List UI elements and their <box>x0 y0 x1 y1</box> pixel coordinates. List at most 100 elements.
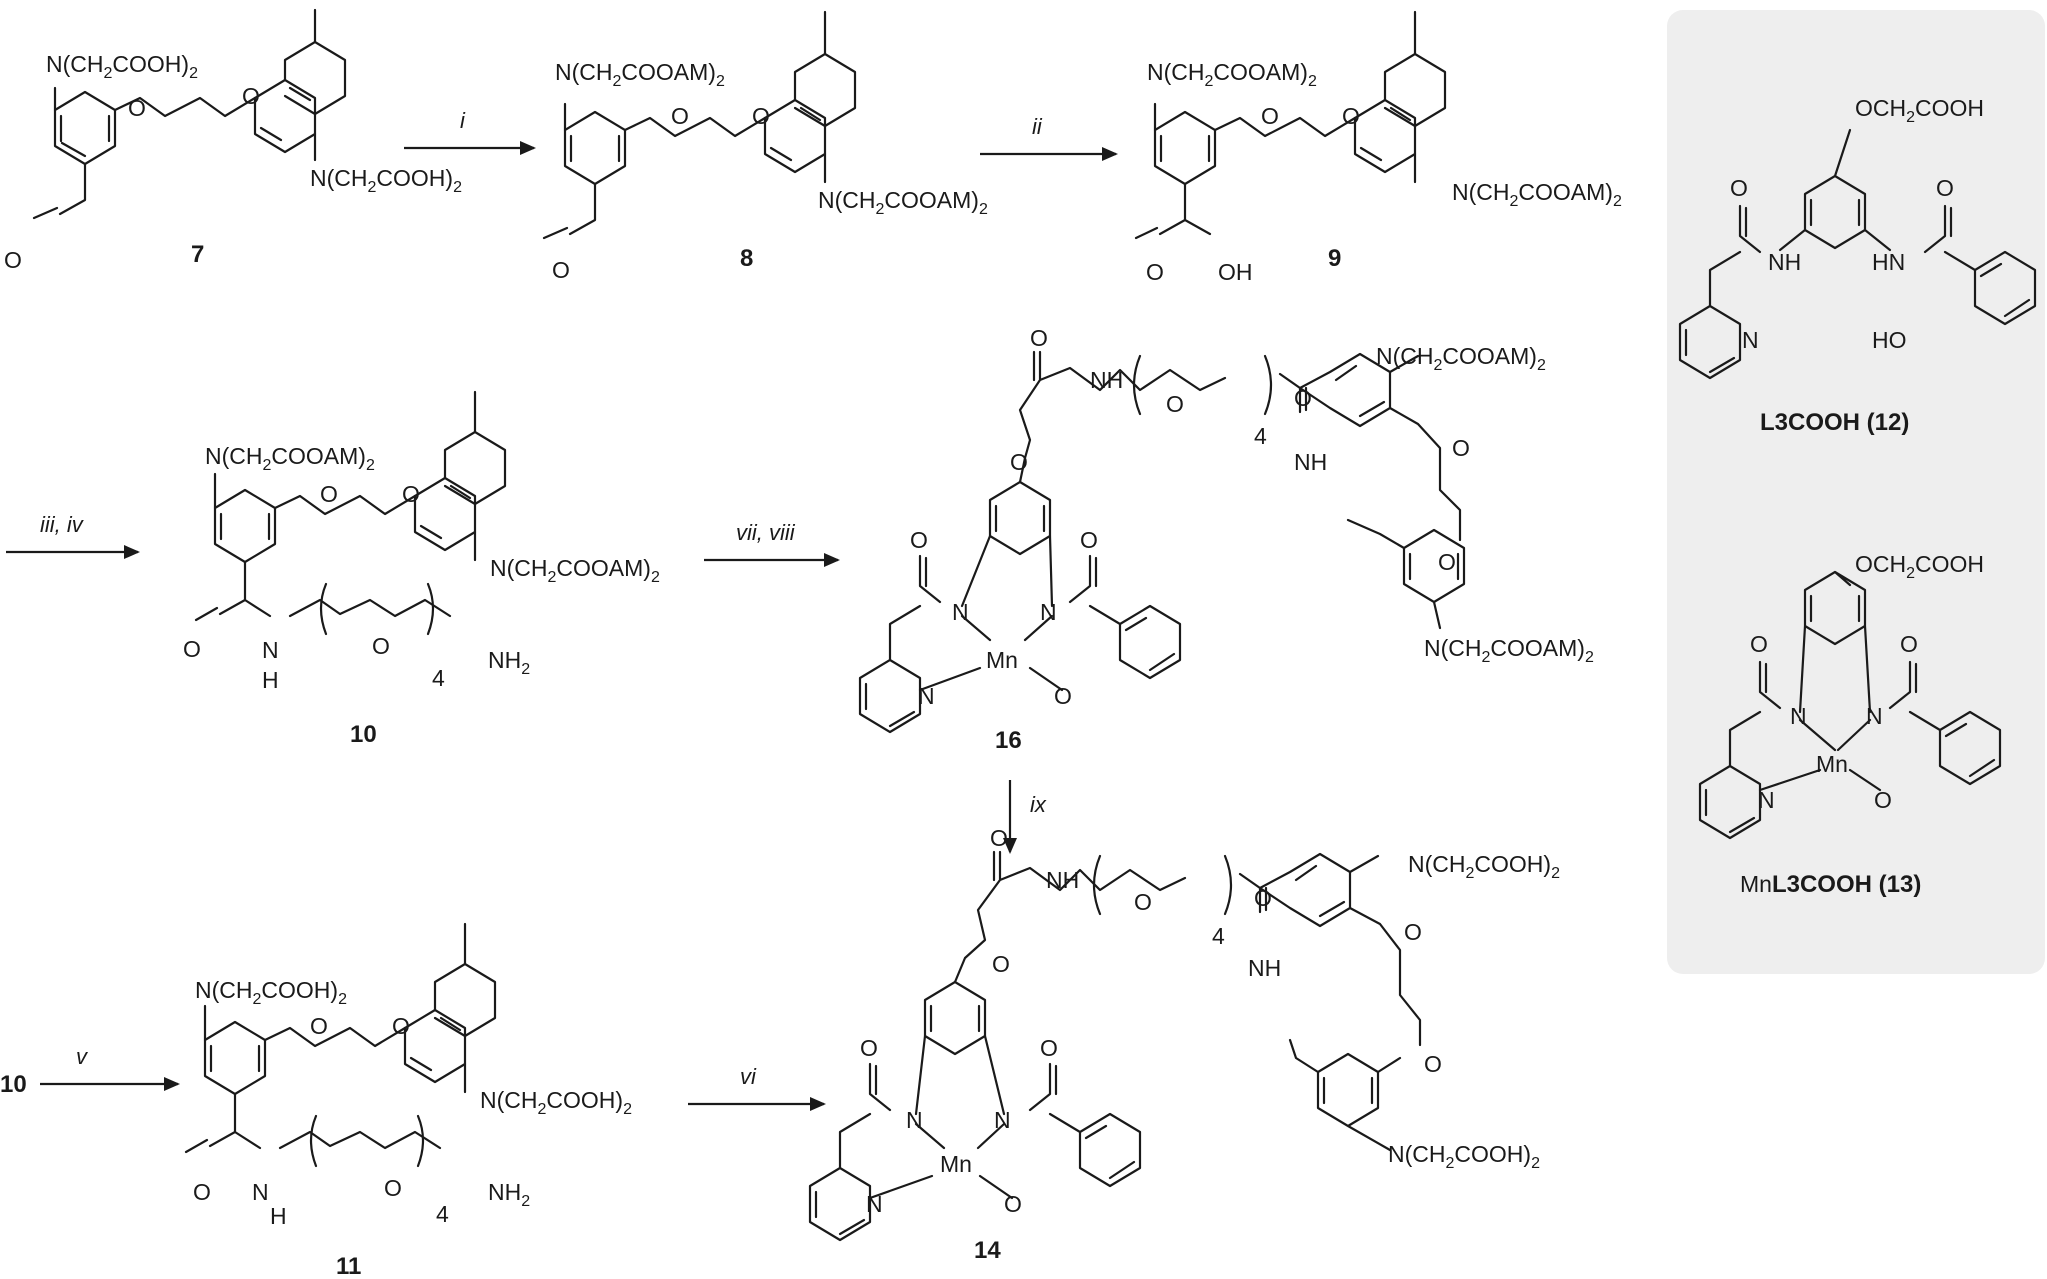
linker-nh: NH <box>1046 867 1079 893</box>
pyridine-n: N <box>866 1191 883 1217</box>
reference-ligand-panel <box>1667 10 2045 974</box>
reaction-arrow-ii: ii <box>980 114 1118 161</box>
compound-14: O NH O O 4 NH O N(CH2COOH)2 O O N(CH2COO… <box>808 825 1560 1264</box>
amide-nh: NH <box>1248 955 1281 981</box>
pyridine-n: N <box>1742 327 1759 353</box>
peg-o: O <box>384 1175 402 1201</box>
amide-n: N <box>262 637 279 663</box>
compound-12: OCH2COOH NH HN O O N HO L3COOH (12) <box>1678 95 2037 436</box>
ida-acid-top-14: N(CH2COOH)2 <box>1408 851 1560 882</box>
linker-carbonyl-o: O <box>1030 325 1048 351</box>
manganese-center: Mn <box>940 1151 972 1177</box>
amide-o: O <box>183 636 201 662</box>
terminal-amine: NH2 <box>488 647 530 678</box>
ether-o-1: O <box>1404 919 1422 945</box>
amide-o-left: O <box>1730 175 1748 201</box>
terminal-amine: NH2 <box>488 1179 530 1210</box>
compound-7: N(CH2COOH)2 N(CH2COOH)2 O O O 7 <box>4 8 462 273</box>
compound-number-11: 11 <box>336 1253 361 1279</box>
amide-n-left: N <box>1790 703 1807 729</box>
amide-h: H <box>270 1203 287 1229</box>
manganese-center: Mn <box>986 647 1018 673</box>
reagent-i: i <box>460 108 466 133</box>
reagent-ii: ii <box>1032 114 1043 139</box>
compound-16: O NH O O 4 NH O N(CH2COOAM)2 O O N(CH2CO… <box>858 325 1594 754</box>
ether-o-2: O <box>242 83 260 109</box>
amide-o-right: O <box>1080 527 1098 553</box>
amide-nh-left: NH <box>1768 249 1801 275</box>
amide-n-right: N <box>1040 599 1057 625</box>
ida-am-top-10: N(CH2COOAM)2 <box>205 443 375 474</box>
compound-10: N(CH2COOAM)2 N(CH2COOAM)2 O O O N H O 4 … <box>183 390 660 748</box>
compound-number-10-start: 10 <box>0 1071 27 1098</box>
amide-o-right: O <box>1040 1035 1058 1061</box>
ida-am-bottom-16: N(CH2COOAM)2 <box>1424 635 1594 666</box>
amide-n-left: N <box>906 1107 923 1133</box>
ida-am-top-8: N(CH2COOAM)2 <box>555 59 725 90</box>
compound-11: N(CH2COOH)2 N(CH2COOH)2 O O O N H O 4 NH… <box>184 922 632 1279</box>
ida-am-bottom-10: N(CH2COOAM)2 <box>490 555 660 586</box>
ida-am-top-9: N(CH2COOAM)2 <box>1147 59 1317 90</box>
reaction-arrow-vi: vi <box>688 1064 826 1111</box>
ether-o-1: O <box>1452 435 1470 461</box>
ether-o-1: O <box>671 103 689 129</box>
compound-8: N(CH2COOAM)2 N(CH2COOAM)2 O O O 8 <box>542 10 988 283</box>
aryl-ether-o: O <box>992 951 1010 977</box>
peg-o: O <box>1166 391 1184 417</box>
oxyacetic-acid: OCH2COOH <box>1855 551 1984 582</box>
repeat-index: 4 <box>432 665 445 691</box>
amide-n-left: N <box>952 599 969 625</box>
linker-carbonyl-o: O <box>990 825 1008 851</box>
amide-n: N <box>252 1179 269 1205</box>
ether-o-2: O <box>402 481 420 507</box>
reaction-arrow-iii-iv: iii, iv <box>6 512 140 559</box>
repeat-index: 4 <box>436 1201 449 1227</box>
repeat-index: 4 <box>1212 923 1225 949</box>
repeat-index: 4 <box>1254 423 1267 449</box>
pyridine-n: N <box>1758 787 1775 813</box>
reagent-v: v <box>76 1044 89 1069</box>
aldehyde-o: O <box>552 257 570 283</box>
aldehyde-o: O <box>4 247 22 273</box>
amide-o: O <box>1294 385 1312 411</box>
phenol-ho: HO <box>1872 327 1907 353</box>
carboxyl-oh: OH <box>1218 259 1253 285</box>
compound-number-10: 10 <box>350 721 377 748</box>
amide-o: O <box>193 1179 211 1205</box>
amide-hn-right: HN <box>1872 249 1905 275</box>
linker-nh: NH <box>1090 367 1123 393</box>
compound-13: OCH2COOH N N O O Mn N O MnL3COOH (13) <box>1698 551 2002 898</box>
ether-o-2: O <box>1424 1051 1442 1077</box>
reaction-arrow-i: i <box>404 108 536 155</box>
carboxyl-o: O <box>1146 259 1164 285</box>
amide-h: H <box>262 667 279 693</box>
oxyacetic-acid: OCH2COOH <box>1855 95 1984 126</box>
ether-o-2: O <box>1438 549 1456 575</box>
amide-nh: NH <box>1294 449 1327 475</box>
ether-o-1: O <box>128 95 146 121</box>
phenolate-o: O <box>1004 1191 1022 1217</box>
ida-acid-bottom-11: N(CH2COOH)2 <box>480 1087 632 1118</box>
peg-o: O <box>1134 889 1152 915</box>
amide-o: O <box>1254 885 1272 911</box>
reaction-arrow-vii-viii: vii, viii <box>704 520 840 567</box>
ida-acid-bottom-7: N(CH2COOH)2 <box>310 165 462 196</box>
compound-number-7: 7 <box>191 241 204 268</box>
reagent-ix: ix <box>1030 792 1047 817</box>
phenolate-o: O <box>1054 683 1072 709</box>
compound-number-8: 8 <box>740 245 753 272</box>
amide-n-right: N <box>994 1107 1011 1133</box>
reaction-arrow-v: 10 v <box>0 1044 180 1098</box>
reagent-vii-viii: vii, viii <box>736 520 796 545</box>
ida-acid-bottom-14: N(CH2COOH)2 <box>1388 1141 1540 1172</box>
amide-o-left: O <box>910 527 928 553</box>
ida-am-bottom-9: N(CH2COOAM)2 <box>1452 179 1622 210</box>
compound-number-16: 16 <box>995 727 1022 754</box>
ether-o-2: O <box>1342 103 1360 129</box>
phenolate-o: O <box>1874 787 1892 813</box>
amide-o-left: O <box>860 1035 878 1061</box>
compound-label-13: MnL3COOH (13) <box>1740 871 1921 898</box>
amide-o-right: O <box>1936 175 1954 201</box>
ida-acid-top-11: N(CH2COOH)2 <box>195 977 347 1008</box>
